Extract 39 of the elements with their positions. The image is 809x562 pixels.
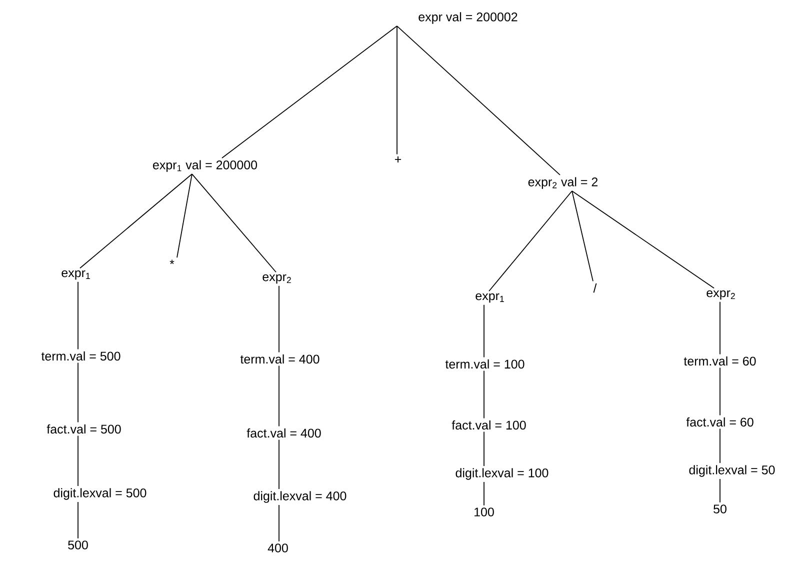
tree-node-label: expr$_{2}$ — [262, 274, 291, 284]
tree-node-label: 50 — [714, 504, 726, 514]
tree-node-label: * — [170, 260, 174, 264]
tree-node-label: fact.val = 400 — [246, 428, 321, 438]
tree-edge — [192, 174, 276, 273]
tree-node-label: term.val = 500 — [41, 351, 120, 361]
tree-node-label: fact.val = 60 — [686, 417, 754, 427]
tree-edge — [396, 26, 560, 176]
tree-edge — [488, 190, 572, 292]
tree-edge — [222, 26, 398, 158]
tree-edge — [278, 504, 280, 542]
tree-node-label: 400 — [268, 544, 288, 552]
tree-node-label: 100 — [474, 508, 494, 516]
tree-node-label: term.val = 100 — [445, 359, 524, 369]
tree-edge — [396, 26, 398, 155]
tree-node-label: fact.val = 500 — [46, 424, 121, 434]
tree-node-label: expr$_{2}$ — [706, 290, 735, 300]
tree-node-label: fact.val = 100 — [452, 420, 526, 430]
tree-node-label: digit.lexval = 50 — [689, 465, 775, 477]
tree-node-label: expr$_{1}$ — [476, 293, 504, 303]
tree-edge — [176, 174, 192, 258]
tree-node-label: term.val = 60 — [684, 356, 756, 366]
tree-node-label: 500 — [68, 540, 88, 550]
tree-edge — [278, 365, 280, 427]
tree-node-label: digit.lexval = 100 — [456, 468, 548, 480]
tree-edge — [278, 439, 280, 490]
tree-edge — [80, 174, 192, 269]
tree-node-label: / — [593, 283, 597, 293]
tree-node-label: expr$_{1}$ val = 200000 — [153, 160, 258, 172]
tree-node-label: digit.lexval = 400 — [254, 491, 346, 503]
tree-node-label: expr$_{2}$ val = 2 — [528, 177, 598, 189]
tree-node-label: digit.lexval = 500 — [54, 488, 146, 500]
tree-edge — [572, 190, 714, 289]
tree-node-label: + — [394, 156, 402, 162]
tree-node-label: expr val = 200002 — [418, 12, 518, 24]
tree-node-label: term.val = 400 — [240, 354, 320, 364]
tree-edge — [278, 285, 280, 353]
tree-node-label: expr$_{1}$ — [62, 270, 90, 280]
tree-edge — [572, 190, 594, 282]
